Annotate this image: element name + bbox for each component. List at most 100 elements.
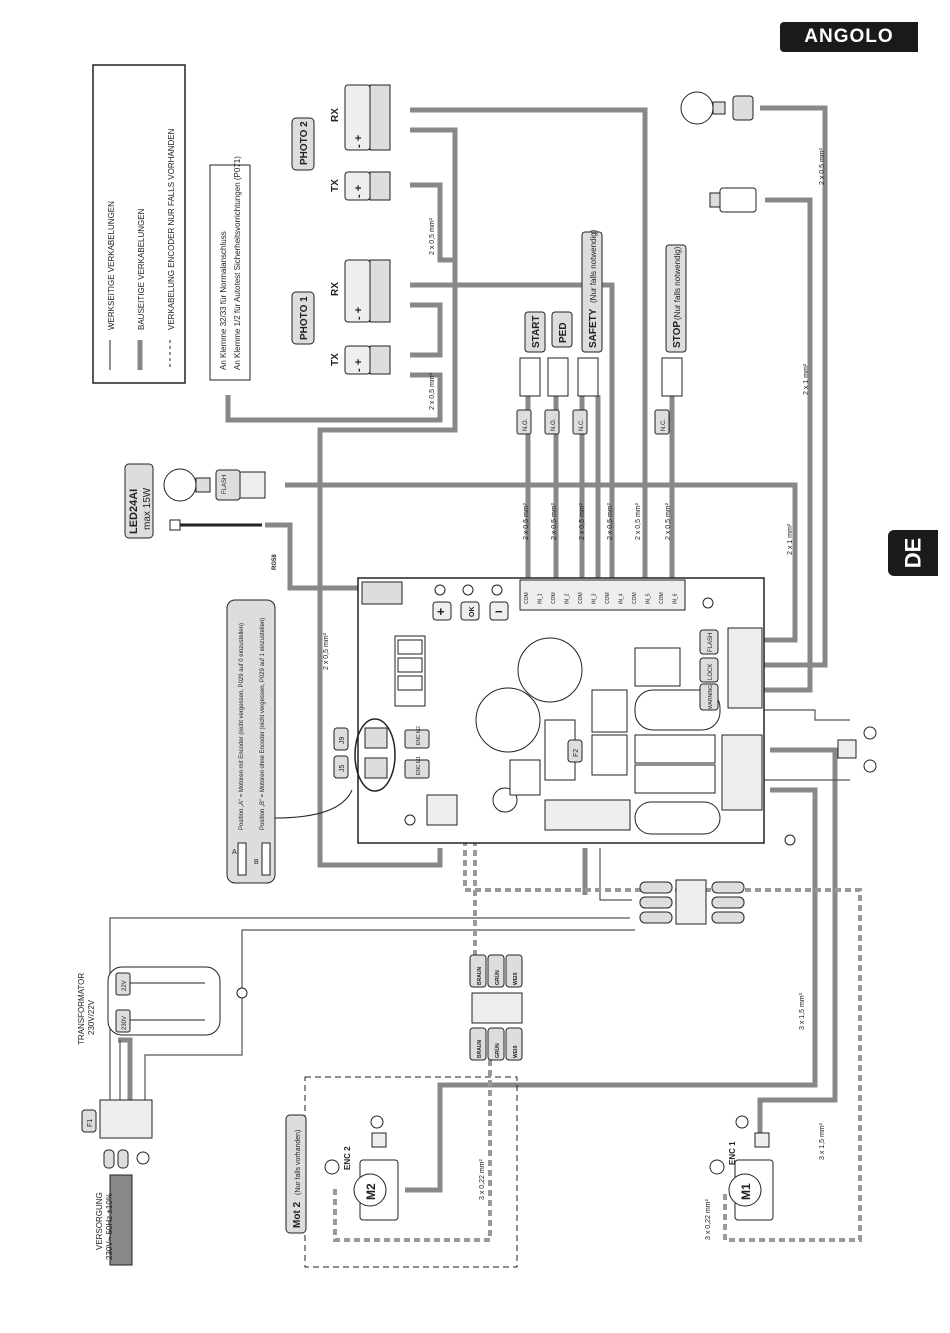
- ground-icon: [370, 1115, 384, 1129]
- contact-3: N.C.: [579, 419, 585, 431]
- cable-label-cmd1: 2 x 0,5 mm²: [523, 502, 530, 540]
- motor-m1-icon: [728, 1173, 762, 1207]
- terminal-label: IN_5: [646, 593, 652, 604]
- terminal-label: COM: [524, 592, 530, 604]
- cable-label-photo1: 2 x 0,5 mm²: [429, 372, 436, 410]
- ground-icon: [784, 834, 796, 846]
- fuse-f2-label: F2: [573, 749, 580, 757]
- enc-m1-tag: ENC M1: [416, 756, 422, 775]
- jumper-note-a: Position „A“ = Motoren mit Encoder (nich…: [239, 623, 245, 830]
- note-p071-line2: An Klemme 1/2 für Autotest Sicherheitsvo…: [233, 156, 242, 370]
- photo2-rx-polarity: - +: [353, 135, 365, 148]
- brand-tab: ANGOLO: [780, 22, 918, 52]
- wire-brown-top: BRAUN: [477, 967, 483, 985]
- jumper-j9: J9: [339, 737, 346, 745]
- brand-label: ANGOLO: [804, 26, 894, 47]
- terminal-label: COM: [551, 592, 557, 604]
- motor-m2-label: M2: [364, 1183, 378, 1200]
- output-lock: LOCK: [708, 664, 714, 680]
- supply-rating: 230V~ 50Hz ±10%: [105, 1193, 114, 1260]
- board-button-minus[interactable]: [489, 601, 509, 621]
- photo2-tx-polarity: - +: [353, 185, 365, 198]
- board-button-minus-label: −: [495, 604, 503, 619]
- legend-item-factory: WERKSEITIGE VERKABELUNGEN: [107, 201, 116, 330]
- photo2-rx-label: RX: [330, 108, 341, 122]
- fuse-f1-label: F1: [87, 1119, 94, 1127]
- terminal-label: COM: [578, 592, 584, 604]
- cmd-ped-label: PED: [558, 322, 569, 343]
- board-button-plus-label: +: [437, 604, 445, 619]
- legend-item-site: BAUSEITIGE VERKABELUNGEN: [137, 208, 146, 330]
- encoder-2-icon: [324, 1159, 340, 1175]
- language-tab: DE: [888, 530, 938, 576]
- terminal-label: IN_2: [565, 593, 571, 604]
- enc-m2-tag: ENC M2: [416, 726, 422, 745]
- cable-label-cmd4: 2 x 0,5 mm²: [607, 502, 614, 540]
- note-p071-line1: An Klemme 32/33 für Normalanschluss: [219, 231, 228, 370]
- cmd-safety-label: SAFETY: [588, 308, 599, 348]
- cmd-stop-note: (Nur falls notwendig): [673, 246, 682, 320]
- board-button-ok[interactable]: [460, 601, 480, 621]
- transformer-label: TRANSFORMATOR: [77, 973, 86, 1045]
- photo2-label: PHOTO 2: [299, 121, 310, 165]
- legend-item-encoder: VERKABELUNG ENCODER NUR FALLS VORHANDEN: [167, 128, 176, 330]
- mot2-note: (Nur falls vorhanden): [295, 1130, 302, 1195]
- encoder-2-label: ENC 2: [343, 1146, 352, 1170]
- cable-label-m1-power: 3 x 1,5 mm²: [799, 992, 806, 1030]
- command-inputs: START PED SAFETY (Nur falls notwendig) S…: [516, 229, 687, 435]
- supply-label: VERSORGUNG: [95, 1192, 104, 1250]
- cmd-start-label: START: [531, 315, 542, 348]
- terminal-label: IN_4: [619, 593, 625, 604]
- terminal-label: COM: [605, 592, 611, 604]
- cable-label-cmd3: 2 x 0,5 mm²: [579, 502, 586, 540]
- cable-label-m1-motor: 3 x 1,5 mm²: [819, 1122, 826, 1160]
- output-flash: FLASH: [708, 633, 714, 652]
- cable-label-cmd6: 2 x 0,5 mm²: [665, 502, 672, 540]
- transformer-230v: 230V: [122, 1016, 128, 1030]
- motor2-area: Mot 2 (Nur falls vorhanden) M2 ENC 2: [285, 1076, 518, 1268]
- power-supply: F1 VERSORGUNG 230V~ 50Hz ±10%: [81, 1099, 153, 1266]
- cable-label-board: 2 x 0,5 mm²: [323, 632, 330, 670]
- photo1-rx-polarity: - +: [353, 307, 365, 320]
- photo1-rx-label: RX: [330, 282, 341, 296]
- jumper-note-b: Position „B“ = Motoren ohne Encoder (nic…: [260, 618, 266, 830]
- transformer: 22V 230V TRANSFORMATOR 230V/22V: [77, 966, 221, 1045]
- terminal-label: COM: [659, 592, 665, 604]
- photo1-label: PHOTO 1: [299, 296, 310, 340]
- motor1-area: M1 ENC 1: [709, 1132, 774, 1221]
- junction-block-power: [639, 879, 745, 925]
- led-label: LED24AI: [128, 489, 140, 534]
- cable-label-flash: 2 x 1 mm²: [787, 523, 794, 555]
- encoder-1-label: ENC 1: [728, 1141, 737, 1165]
- legend-box: WERKSEITIGE VERKABELUNGEN BAUSEITIGE VER…: [92, 64, 186, 384]
- contact-4: N.C.: [661, 419, 667, 431]
- cmd-safety-note: (Nur falls notwendig): [589, 229, 598, 303]
- jumper-pos-a: A: [232, 849, 237, 856]
- contact-1: N.O.: [523, 418, 529, 431]
- led-sub: max 15W: [142, 487, 153, 530]
- wire-white-top: WEIß: [513, 973, 519, 986]
- wire-brown-bottom: BRAUN: [477, 1040, 483, 1058]
- terminal-label: COM: [632, 592, 638, 604]
- jumper-note: Position „A“ = Motoren mit Encoder (nich…: [226, 599, 353, 884]
- cable-label-cmd2: 2 x 0,5 mm²: [551, 502, 558, 540]
- factory-wires: [109, 709, 850, 1100]
- ground-icon: [863, 759, 877, 773]
- note-p071: An Klemme 32/33 für Normalanschluss An K…: [209, 156, 251, 381]
- terminal-label: IN_3: [592, 593, 598, 604]
- flash-lamp-group: LED24AI max 15W FLASH RG58: [124, 463, 278, 570]
- output-warning: WARNING: [708, 685, 714, 709]
- cable-label-m2-enc: 3 x 0,22 mm²: [479, 1158, 486, 1200]
- lock-icon: [719, 187, 757, 213]
- cmd-stop-label: STOP: [672, 321, 683, 348]
- mot2-title: Mot 2: [292, 1201, 303, 1228]
- terminal-label: IN_1: [538, 593, 544, 604]
- photo1-group: PHOTO 1 RX TX - + - +: [291, 259, 391, 375]
- motor-m1-label: M1: [739, 1183, 753, 1200]
- ground-icon: [735, 1115, 749, 1129]
- board-button-plus[interactable]: [432, 601, 452, 621]
- cable-label-light: 2 x 0,5 mm²: [819, 147, 826, 185]
- ground-icon: [863, 726, 877, 740]
